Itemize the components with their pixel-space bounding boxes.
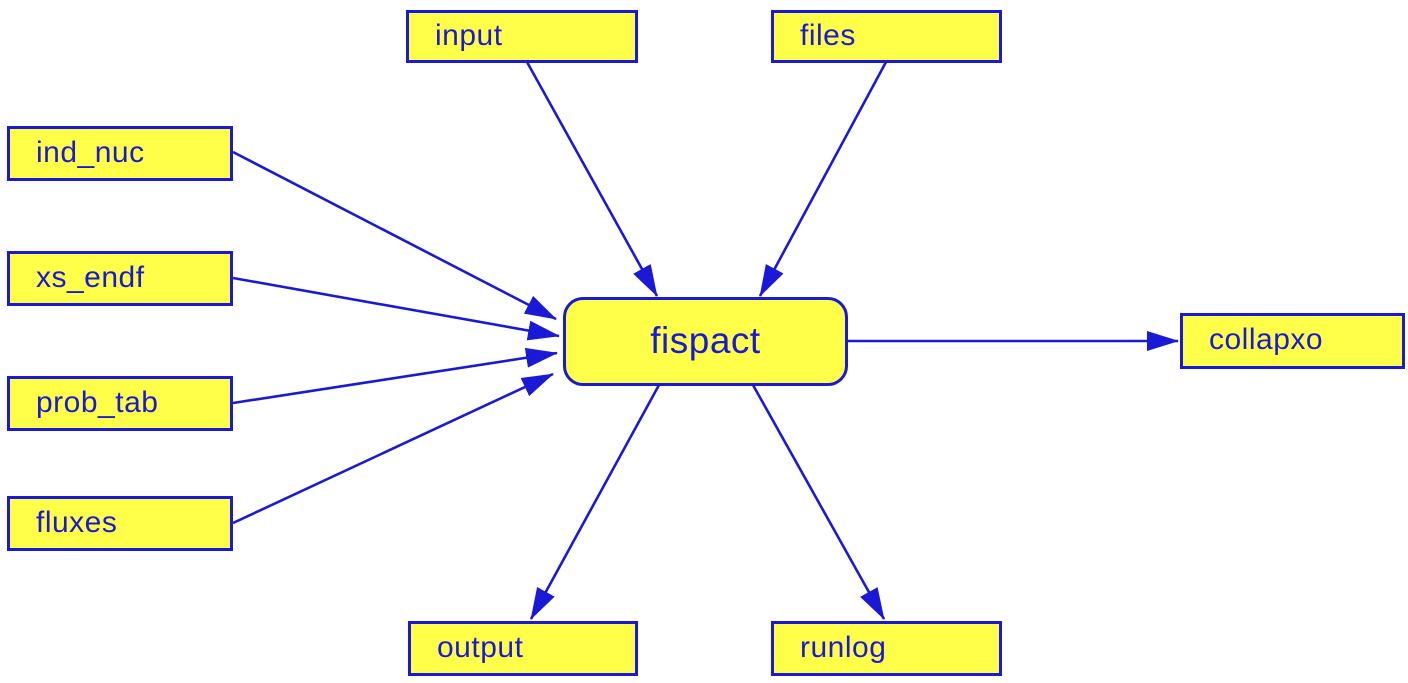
edge-input-to-fispact bbox=[525, 61, 659, 297]
node-xs_endf-label: xs_endf bbox=[36, 260, 145, 294]
node-input: input bbox=[406, 10, 638, 63]
edge-fispact-to-runlog bbox=[751, 384, 886, 620]
edge-fluxes-to-fispact bbox=[232, 372, 554, 525]
edge-xs_endf-to-fispact bbox=[232, 276, 560, 341]
edge-fispact-to-output bbox=[529, 384, 661, 620]
node-input-label: input bbox=[435, 18, 503, 52]
node-files-label: files bbox=[800, 18, 856, 52]
node-runlog: runlog bbox=[771, 621, 1002, 676]
node-fluxes-label: fluxes bbox=[36, 505, 118, 539]
node-runlog-label: runlog bbox=[800, 630, 887, 664]
edge-prob_tab-to-fispact bbox=[232, 347, 558, 405]
node-ind_nuc-label: ind_nuc bbox=[36, 135, 145, 169]
node-xs_endf: xs_endf bbox=[7, 251, 233, 306]
edge-ind_nuc-to-fispact bbox=[232, 150, 557, 321]
node-output-label: output bbox=[437, 630, 524, 664]
node-ind_nuc: ind_nuc bbox=[7, 126, 233, 181]
node-prob_tab: prob_tab bbox=[7, 376, 233, 431]
node-prob_tab-label: prob_tab bbox=[36, 385, 159, 419]
edge-files-to-fispact bbox=[758, 61, 888, 297]
node-fispact: fispact bbox=[563, 297, 848, 386]
node-fispact-label: fispact bbox=[650, 320, 761, 361]
node-output: output bbox=[408, 621, 638, 676]
node-fluxes: fluxes bbox=[7, 496, 233, 551]
node-collapxo: collapxo bbox=[1180, 313, 1405, 369]
node-collapxo-label: collapxo bbox=[1209, 323, 1324, 356]
node-files: files bbox=[771, 10, 1002, 63]
